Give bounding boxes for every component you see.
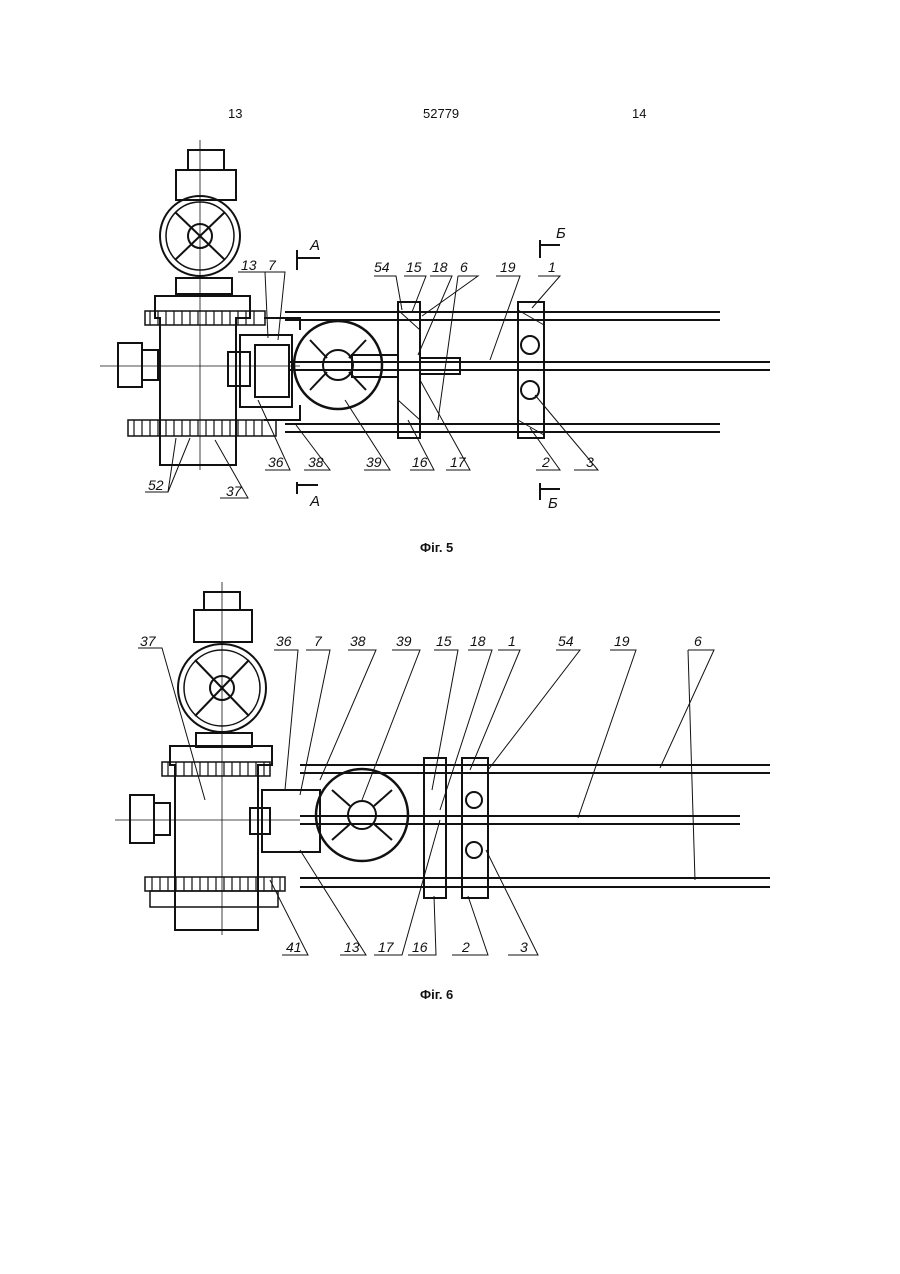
- fig5-section-a-top: А: [309, 237, 320, 254]
- fig5-section-b-top: Б: [556, 225, 566, 242]
- fig5-label-15: 15: [406, 259, 422, 275]
- fig5-label-52: 52: [148, 477, 164, 493]
- fig6-label-36: 36: [276, 633, 292, 649]
- fig5-label-17: 17: [450, 454, 467, 470]
- fig6-label-37: 37: [140, 633, 157, 649]
- fig6-label-41: 41: [286, 939, 302, 955]
- fig5-label-3: 3: [586, 454, 594, 470]
- fig5-label-36: 36: [268, 454, 284, 470]
- valve-body-37: [155, 296, 250, 465]
- fig5-label-54: 54: [374, 259, 390, 275]
- fig5-section-b-bottom: Б: [548, 495, 558, 512]
- fig6-label-16: 16: [412, 939, 428, 955]
- fig6-label-6: 6: [694, 633, 702, 649]
- wheel-39: [294, 321, 382, 409]
- fig5-label-13: 13: [241, 257, 257, 273]
- fig5-label-39: 39: [366, 454, 382, 470]
- fig6-label-54: 54: [558, 633, 574, 649]
- fig6-label-15: 15: [436, 633, 452, 649]
- figure-5-caption: Фіг. 5: [420, 540, 453, 555]
- fig6-label-39: 39: [396, 633, 412, 649]
- fig6-label-38: 38: [350, 633, 366, 649]
- fig5-label-19: 19: [500, 259, 516, 275]
- fig6-label-13: 13: [344, 939, 360, 955]
- fig5-label-38: 38: [308, 454, 324, 470]
- fig6-label-1: 1: [508, 633, 516, 649]
- stem-top: [188, 150, 224, 170]
- figure-6-caption: Фіг. 6: [420, 987, 453, 1002]
- fig6-label-2: 2: [461, 939, 470, 955]
- fig6-label-3: 3: [520, 939, 528, 955]
- fig6-label-18: 18: [470, 633, 486, 649]
- fig5-label-16: 16: [412, 454, 428, 470]
- fig5-section-a-bottom: А: [309, 493, 320, 510]
- fig5-label-2: 2: [541, 454, 550, 470]
- fig6-label-19: 19: [614, 633, 630, 649]
- fig5-label-6: 6: [460, 259, 468, 275]
- fig5-label-1: 1: [548, 259, 556, 275]
- fig6-label-7: 7: [314, 633, 323, 649]
- fig5-label-37: 37: [226, 483, 243, 499]
- fig5-label-18: 18: [432, 259, 448, 275]
- fig6-label-17: 17: [378, 939, 395, 955]
- valve-body-37-fig6: [170, 746, 272, 930]
- fig5-label-7: 7: [268, 257, 277, 273]
